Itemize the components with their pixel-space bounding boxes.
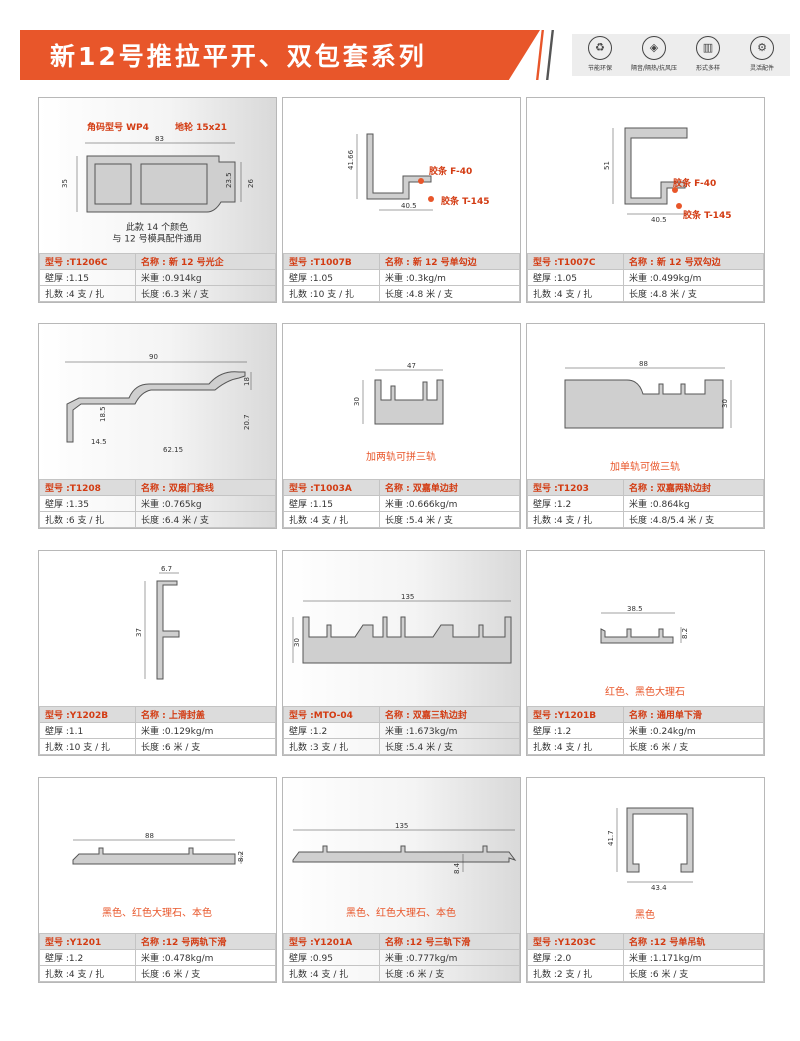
page-title: 新12号推拉平开、双包套系列 bbox=[50, 42, 427, 71]
profile-diagram: 88 8.2 黑色、红色大理石、本色 bbox=[39, 778, 276, 929]
badge-accessories: ⚙ 灵活配件 bbox=[738, 36, 786, 72]
svg-text:胶条 T-145: 胶条 T-145 bbox=[683, 209, 731, 221]
svg-text:26: 26 bbox=[247, 179, 255, 188]
svg-text:8.2: 8.2 bbox=[237, 851, 245, 862]
svg-text:胶条 F-40: 胶条 F-40 bbox=[429, 165, 472, 177]
svg-text:8.4: 8.4 bbox=[453, 862, 461, 874]
svg-text:胶条 T-145: 胶条 T-145 bbox=[441, 195, 489, 207]
svg-text:30: 30 bbox=[353, 397, 361, 406]
title-banner: 新12号推拉平开、双包套系列 bbox=[20, 30, 540, 80]
profile-diagram: 6.7 37 bbox=[39, 551, 276, 702]
svg-text:41.7: 41.7 bbox=[607, 830, 615, 846]
svg-text:8.2: 8.2 bbox=[681, 628, 689, 639]
note-line: 加单轨可做三轨 bbox=[610, 460, 680, 473]
svg-text:41.66: 41.66 bbox=[347, 149, 355, 170]
profile-diagram: 135 30 bbox=[283, 551, 520, 702]
gear-icon: ⚙ bbox=[750, 36, 774, 60]
decor-stripe bbox=[546, 30, 554, 80]
note-line: 此款 14 个颜色与 12 号模具配件通用 bbox=[112, 221, 201, 245]
svg-text:43.4: 43.4 bbox=[651, 884, 667, 892]
shield-icon: ◈ bbox=[642, 36, 666, 60]
svg-text:30: 30 bbox=[293, 638, 301, 647]
note-line: 黑色、红色大理石、本色 bbox=[102, 906, 212, 919]
note-line: 红色、黑色大理石 bbox=[605, 685, 685, 698]
note-line: 加两轨可拼三轨 bbox=[366, 450, 436, 463]
svg-text:37: 37 bbox=[135, 628, 143, 637]
svg-text:88: 88 bbox=[145, 832, 154, 840]
svg-text:135: 135 bbox=[401, 593, 414, 601]
profile-diagram: 47 30 加两轨可拼三轨 bbox=[283, 324, 520, 475]
svg-text:18: 18 bbox=[243, 377, 251, 386]
profile-diagram: 90 18 18.5 20.7 14.5 62.15 bbox=[39, 324, 276, 475]
shape-icon: ▥ bbox=[696, 36, 720, 60]
profile-diagram: 51 40.5 胶条 F-40 胶条 T-145 bbox=[527, 98, 764, 249]
svg-text:38.5: 38.5 bbox=[627, 605, 643, 613]
svg-text:35: 35 bbox=[61, 179, 69, 188]
svg-text:胶条 F-40: 胶条 F-40 bbox=[673, 177, 716, 189]
profile-diagram: 角码型号 WP4 地轮 15x21 83 35 23.5 26 此款 14 个颜… bbox=[39, 98, 276, 249]
svg-text:6.7: 6.7 bbox=[161, 565, 172, 573]
svg-text:23.5: 23.5 bbox=[225, 172, 233, 188]
recycle-icon: ♻ bbox=[588, 36, 612, 60]
note-line: 黑色 bbox=[635, 908, 655, 921]
svg-text:62.15: 62.15 bbox=[163, 446, 183, 454]
svg-text:51: 51 bbox=[603, 161, 611, 170]
profile-diagram: 88 30 加单轨可做三轨 bbox=[527, 324, 764, 475]
badge-eco: ♻ 节能环保 bbox=[576, 36, 624, 72]
svg-text:90: 90 bbox=[149, 353, 158, 361]
corner-code-label: 角码型号 WP4 bbox=[87, 121, 149, 133]
svg-text:20.7: 20.7 bbox=[243, 414, 251, 430]
svg-text:40.5: 40.5 bbox=[651, 216, 667, 224]
decor-stripe bbox=[536, 30, 544, 80]
profile-diagram: 38.5 8.2 红色、黑色大理石 bbox=[527, 551, 764, 702]
svg-text:47: 47 bbox=[407, 362, 416, 370]
badge-variety: ▥ 形式多样 bbox=[684, 36, 732, 72]
svg-text:18.5: 18.5 bbox=[99, 406, 107, 422]
profile-diagram: 41.7 43.4 黑色 bbox=[527, 778, 764, 929]
svg-text:30: 30 bbox=[721, 399, 729, 408]
svg-text:88: 88 bbox=[639, 360, 648, 368]
product-card-t1206c: 角码型号 WP4 地轮 15x21 83 35 23.5 26 此款 14 个颜… bbox=[38, 97, 277, 303]
page-header: 新12号推拉平开、双包套系列 ♻ 节能环保 ◈ 隔音/隔热/抗风压 ▥ 形式多样… bbox=[0, 30, 800, 80]
wheel-label: 地轮 15x21 bbox=[175, 121, 227, 133]
svg-text:135: 135 bbox=[395, 822, 408, 830]
feature-badges: ♻ 节能环保 ◈ 隔音/隔热/抗风压 ▥ 形式多样 ⚙ 灵活配件 bbox=[572, 34, 790, 76]
badge-insulation: ◈ 隔音/隔热/抗风压 bbox=[630, 36, 678, 72]
svg-text:14.5: 14.5 bbox=[91, 438, 107, 446]
svg-text:40.5: 40.5 bbox=[401, 202, 417, 210]
profile-diagram: 41.66 40.5 胶条 F-40 胶条 T-145 bbox=[283, 98, 520, 249]
svg-text:83: 83 bbox=[155, 135, 164, 143]
profile-diagram: 135 8.4 黑色、红色大理石、本色 bbox=[283, 778, 520, 929]
note-line: 黑色、红色大理石、本色 bbox=[346, 906, 456, 919]
